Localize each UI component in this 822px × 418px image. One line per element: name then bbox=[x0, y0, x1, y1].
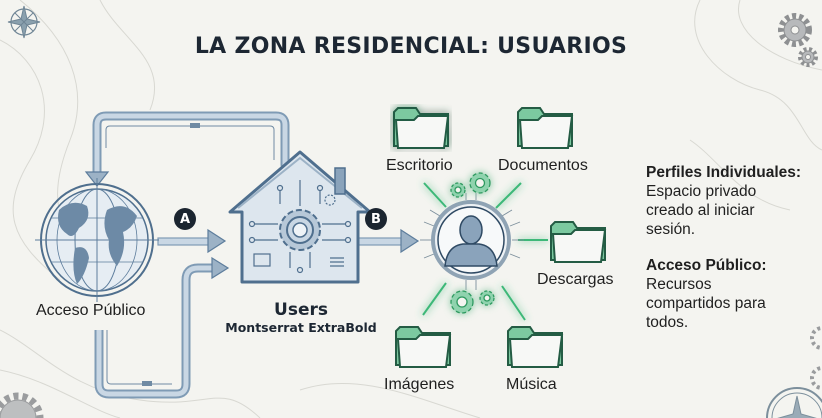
users-subtitle: Montserrat ExtraBold bbox=[225, 320, 377, 335]
folder-descargas[interactable] bbox=[547, 218, 609, 266]
legend-heading: Perfiles Individuales: bbox=[646, 164, 802, 181]
globe-icon bbox=[35, 178, 159, 302]
legend-profiles: Perfiles Individuales: Espacio privado c… bbox=[646, 163, 816, 239]
legend-line: sesión. bbox=[646, 221, 696, 238]
page-title: LA ZONA RESIDENCIAL: USUARIOS bbox=[194, 34, 628, 59]
folder-label-documentos: Documentos bbox=[498, 157, 588, 174]
legend-line: todos. bbox=[646, 314, 689, 331]
folder-musica[interactable] bbox=[504, 323, 566, 371]
legend-heading: Acceso Público: bbox=[646, 257, 767, 274]
legend-line: compartidos para bbox=[646, 295, 766, 312]
gear-icon bbox=[0, 392, 44, 418]
folder-icon bbox=[395, 326, 452, 368]
folder-label-musica: Música bbox=[506, 376, 557, 393]
user-rays bbox=[420, 193, 524, 290]
legend-line: creado al iniciar bbox=[646, 202, 755, 219]
arrow-b-badge: B bbox=[365, 208, 387, 230]
folder-documentos[interactable] bbox=[514, 104, 576, 152]
return-loop-arrow bbox=[84, 111, 290, 187]
gear-icon bbox=[450, 172, 495, 314]
legend-line: Espacio privado bbox=[646, 183, 757, 200]
public-access-label: Acceso Público bbox=[36, 302, 146, 319]
folder-escritorio[interactable] bbox=[390, 104, 452, 152]
arrow-a bbox=[157, 228, 227, 254]
folder-label-imagenes: Imágenes bbox=[384, 376, 455, 393]
legend-line: Recursos bbox=[646, 276, 712, 293]
folder-label-descargas: Descargas bbox=[537, 271, 614, 288]
arrow-a-badge: A bbox=[174, 208, 196, 230]
gear-icon bbox=[810, 326, 822, 390]
folder-icon bbox=[550, 221, 607, 263]
folder-icon bbox=[517, 107, 574, 149]
folder-imagenes[interactable] bbox=[392, 323, 454, 371]
house-circuit-icon bbox=[228, 150, 372, 284]
folder-icon bbox=[393, 107, 450, 149]
legend-public-access: Acceso Público: Recursos compartidos par… bbox=[646, 256, 816, 332]
gear-icon bbox=[778, 13, 818, 67]
users-title: Users bbox=[274, 300, 328, 320]
compass-icon bbox=[766, 387, 822, 418]
folder-label-escritorio: Escritorio bbox=[386, 157, 453, 174]
folder-icon bbox=[507, 326, 564, 368]
user-avatar-icon bbox=[431, 200, 511, 280]
bottom-loop-arrow bbox=[94, 256, 230, 399]
compass-icon bbox=[7, 5, 41, 39]
